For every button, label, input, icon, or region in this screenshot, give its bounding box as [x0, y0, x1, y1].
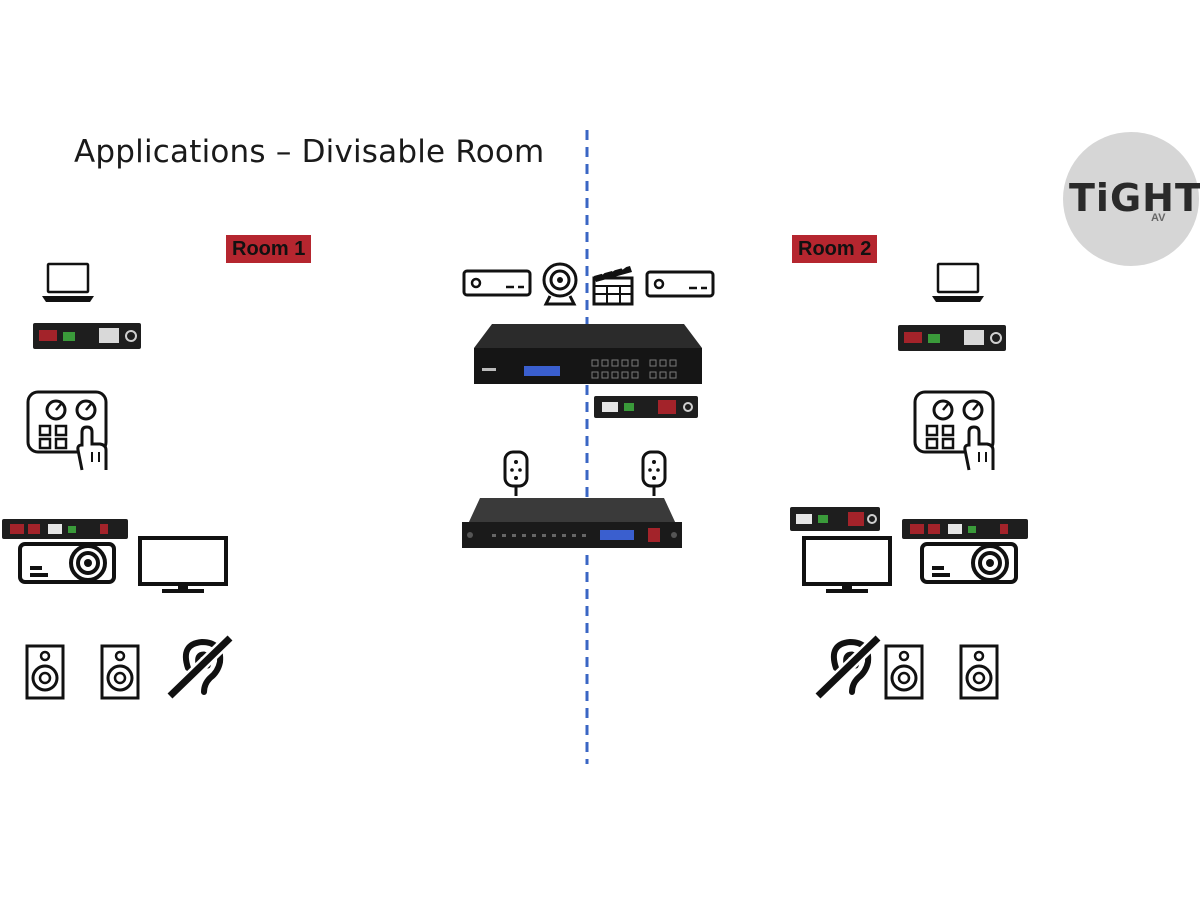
logo-sub-text: AV	[1151, 212, 1166, 224]
tv-display-icon	[138, 536, 228, 593]
microphone-icon	[503, 450, 529, 496]
hdbaset-transmitter-icon	[2, 519, 128, 539]
hdbaset-transmitter-icon	[902, 519, 1028, 539]
hearing-loop-icon	[813, 633, 883, 701]
media-player-icon	[645, 270, 715, 298]
speaker-icon	[884, 644, 924, 700]
room-2-label: Room 2	[792, 235, 878, 263]
clapperboard-icon	[592, 265, 634, 306]
touch-panel-icon	[913, 390, 995, 471]
microphone-icon	[641, 450, 667, 496]
hdbaset-receiver-icon	[790, 507, 880, 531]
matrix-switcher-icon	[474, 324, 702, 384]
hdbaset-receiver-icon	[594, 396, 698, 418]
laptop-icon	[42, 262, 94, 302]
tight-av-logo: TiGHT AV	[1063, 132, 1200, 266]
touch-panel-icon	[26, 390, 108, 471]
media-player-icon	[462, 269, 532, 297]
room-divider-line	[585, 130, 589, 764]
laptop-icon	[932, 262, 984, 302]
hdbaset-receiver-icon	[898, 325, 1006, 351]
room-1-label: Room 1	[226, 235, 312, 263]
speaker-icon	[25, 644, 65, 700]
hearing-loop-icon	[165, 633, 235, 701]
audio-processor-icon	[462, 498, 682, 548]
speaker-icon	[959, 644, 999, 700]
projector-icon	[920, 542, 1018, 584]
hdbaset-receiver-icon	[33, 323, 141, 349]
projector-icon	[18, 542, 116, 584]
speaker-icon	[100, 644, 140, 700]
tv-display-icon	[802, 536, 892, 593]
page-title: Applications – Divisable Room	[74, 134, 545, 170]
webcam-icon	[542, 262, 578, 306]
logo-main-text: TiGHT	[1069, 176, 1200, 220]
